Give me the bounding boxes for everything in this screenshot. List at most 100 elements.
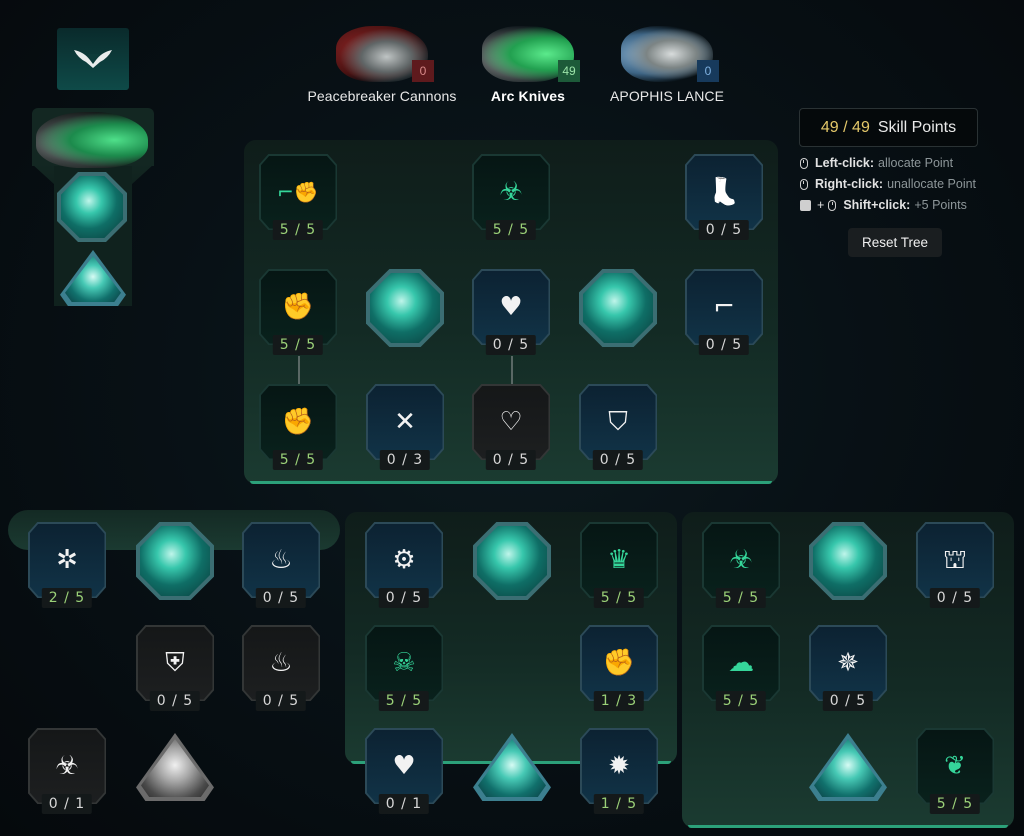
skill-node-spiked-mask[interactable]: ✵ 0 / 5 <box>809 625 887 711</box>
node-rank: 0 / 1 <box>378 794 430 814</box>
node-rank: 5 / 5 <box>378 691 430 711</box>
node-rank: 5 / 5 <box>715 691 767 711</box>
skill-node-biohazard[interactable]: ☣ 5 / 5 <box>472 154 550 240</box>
node-rank: 5 / 5 <box>593 588 645 608</box>
keystone-node-top-left[interactable] <box>366 269 444 347</box>
node-rank: 0 / 5 <box>485 450 537 470</box>
triple-biohazard-icon: ✲ <box>56 545 78 575</box>
gadget-timer-icon: ⚙ <box>392 545 416 575</box>
mouse-icon <box>800 157 808 169</box>
node-rank: 0 / 5 <box>378 588 430 608</box>
node-rank: 0 / 5 <box>255 588 307 608</box>
weapon-name: Arc Knives <box>490 88 566 104</box>
skill-node-crown-burst[interactable]: ♛ 5 / 5 <box>580 522 658 608</box>
skill-node-crossed-blades[interactable]: ✕ 0 / 3 <box>366 384 444 470</box>
weapon-name: Peacebreaker Cannons <box>307 88 457 104</box>
skill-points-counter: 49 / 49 Skill Points <box>799 108 978 147</box>
node-rank: 1 / 3 <box>593 691 645 711</box>
skill-node-flaming-gear[interactable]: ✹ 1 / 5 <box>580 728 658 814</box>
node-rank: 0 / 5 <box>485 335 537 355</box>
node-rank: 5 / 5 <box>272 335 324 355</box>
skill-node-shield-bolt[interactable]: ⛨ 0 / 5 <box>136 625 214 711</box>
skill-node-pistol-fist-up[interactable]: ✊ 1 / 3 <box>580 625 658 711</box>
toxic-cloud-icon: ☁ <box>728 648 754 678</box>
skill-node-fist-spark-plus[interactable]: ✊ 5 / 5 <box>259 384 337 470</box>
crossed-blades-icon: ✕ <box>394 407 416 437</box>
tree-emblem[interactable] <box>57 28 129 90</box>
skill-points-label: Skill Points <box>877 118 957 136</box>
turret-up-icon: ⛫ <box>943 545 967 575</box>
weapon-name: APOPHIS LANCE <box>609 88 725 104</box>
weapon-points-badge: 49 <box>558 60 580 82</box>
skill-node-double-pistol[interactable]: ⌐ 0 / 5 <box>685 269 763 355</box>
keystone-node-right[interactable] <box>809 522 887 600</box>
skill-node-biohazard-up[interactable]: ☣ 5 / 5 <box>702 522 780 608</box>
heart-crown-icon: ♥ <box>392 751 416 781</box>
keyboard-key-icon <box>800 199 811 211</box>
double-pistol-icon: ⌐ <box>713 292 735 322</box>
shattered-shield-icon: ⛉ <box>608 407 628 437</box>
help-left-click: Left-click: allocate Point <box>800 156 953 170</box>
node-rank: 5 / 5 <box>272 220 324 240</box>
skill-node-fist-spark[interactable]: ✊ 5 / 5 <box>259 269 337 355</box>
ground-slam-up-icon: ♨ <box>269 545 293 575</box>
skull-grenade-icon: ☠ <box>392 648 416 678</box>
skill-node-skull-grenade[interactable]: ☠ 5 / 5 <box>365 625 443 711</box>
ground-slam-bolt-icon: ♨ <box>269 648 293 678</box>
weapon-peacebreaker-cannons[interactable]: 0 Peacebreaker Cannons <box>298 26 466 104</box>
crown-burst-icon: ♛ <box>607 545 631 575</box>
node-rank: 0 / 5 <box>592 450 644 470</box>
node-rank: 0 / 5 <box>149 691 201 711</box>
skill-node-winged-boot[interactable]: 👢 0 / 5 <box>685 154 763 240</box>
skill-node-heart-crown[interactable]: ♥ 0 / 1 <box>365 728 443 814</box>
weapon-apophis-lance[interactable]: 0 APOPHIS LANCE <box>604 26 730 104</box>
skill-node-turret-up[interactable]: ⛫ 0 / 5 <box>916 522 994 608</box>
weapon-arc-knives[interactable]: 49 Arc Knives <box>478 26 580 104</box>
skill-node-heart[interactable]: ♥ 0 / 5 <box>472 269 550 355</box>
skill-node-toxic-cloud[interactable]: ☁ 5 / 5 <box>702 625 780 711</box>
skill-node-gadget-timer[interactable]: ⚙ 0 / 5 <box>365 522 443 608</box>
heart-icon: ♥ <box>499 292 523 322</box>
node-rank: 0 / 5 <box>698 220 750 240</box>
help-shift-click: + Shift+click: +5 Points <box>800 198 967 212</box>
skill-node-toxic-puddle[interactable]: ☣ 0 / 1 <box>28 728 106 814</box>
help-right-click: Right-click: unallocate Point <box>800 177 976 191</box>
node-rank: 0 / 5 <box>255 691 307 711</box>
sidebar-keystone-octagon[interactable] <box>57 172 127 242</box>
skill-points-count: 49 / 49 <box>820 118 870 136</box>
node-rank: 5 / 5 <box>272 450 324 470</box>
node-rank: 5 / 5 <box>485 220 537 240</box>
node-rank: 1 / 5 <box>593 794 645 814</box>
skill-node-pistol-fist[interactable]: ⌐✊ 5 / 5 <box>259 154 337 240</box>
toxic-puddle-icon: ☣ <box>55 751 79 781</box>
shield-bolt-icon: ⛨ <box>165 648 185 678</box>
skill-node-shattered-shield[interactable]: ⛉ 0 / 5 <box>579 384 657 470</box>
skill-node-leaf-level[interactable]: ❦ 5 / 5 <box>916 728 994 814</box>
keystone-node-middle[interactable] <box>473 522 551 600</box>
mouse-icon <box>828 199 837 211</box>
fist-spark-plus-icon: ✊ <box>281 407 315 437</box>
node-rank: 5 / 5 <box>715 588 767 608</box>
keystone-node-left-locked[interactable] <box>136 733 214 801</box>
skill-node-ground-slam-bolt[interactable]: ♨ 0 / 5 <box>242 625 320 711</box>
keystone-node-top-right[interactable] <box>579 269 657 347</box>
wings-emblem-icon <box>74 50 112 68</box>
skill-node-ground-slam-up[interactable]: ♨ 0 / 5 <box>242 522 320 608</box>
pistol-fist-icon: ⌐✊ <box>277 180 319 204</box>
leaf-level-icon: ❦ <box>944 751 966 781</box>
weapon-points-badge: 0 <box>697 60 719 82</box>
skill-node-triple-biohazard[interactable]: ✲ 2 / 5 <box>28 522 106 608</box>
node-connector <box>511 356 513 384</box>
pistol-fist-up-icon: ✊ <box>602 648 636 678</box>
node-rank: 5 / 5 <box>929 794 981 814</box>
keystone-node-left[interactable] <box>136 522 214 600</box>
reset-tree-button[interactable]: Reset Tree <box>848 228 942 257</box>
node-rank: 0 / 5 <box>929 588 981 608</box>
node-rank: 0 / 3 <box>379 450 431 470</box>
biohazard-icon: ☣ <box>499 177 523 207</box>
node-rank: 0 / 1 <box>41 794 93 814</box>
fist-spark-icon: ✊ <box>281 292 315 322</box>
node-connector <box>298 356 300 384</box>
node-rank: 2 / 5 <box>41 588 93 608</box>
skill-node-heart-burst[interactable]: ♡ 0 / 5 <box>472 384 550 470</box>
